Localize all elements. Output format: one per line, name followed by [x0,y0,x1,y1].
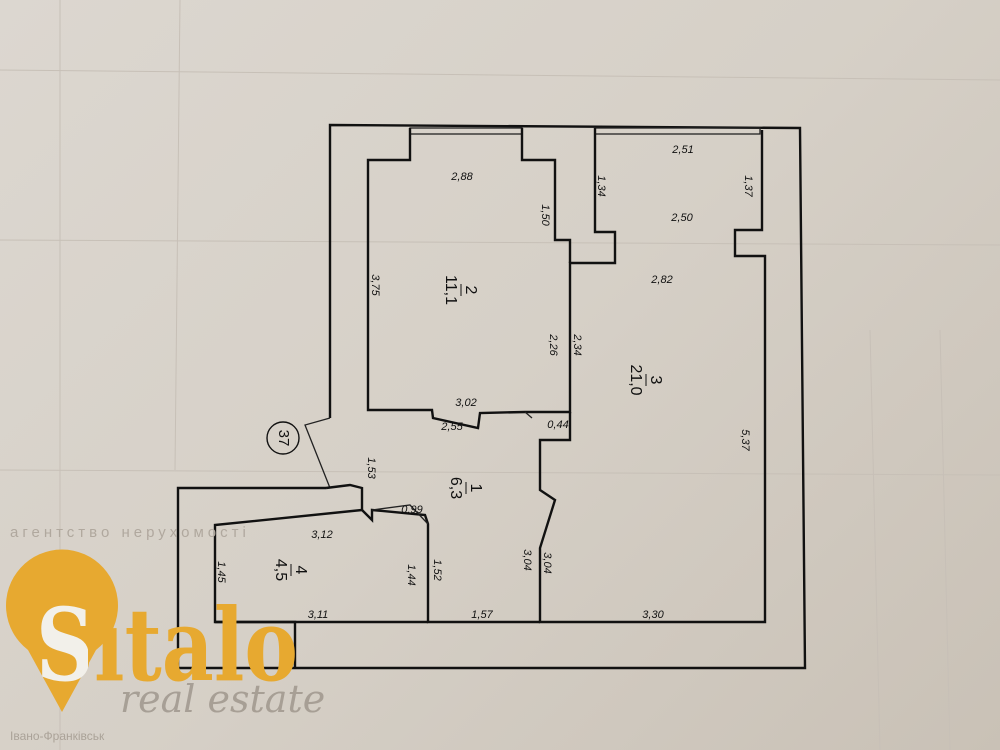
room-3-label: 3 21,0 [627,364,664,395]
room-2-walls [366,128,617,430]
svg-text:1,52: 1,52 [431,559,443,580]
room-4-walls [361,508,540,624]
city-watermark: Івано-Франківськ [10,729,105,743]
agency-watermark: агентство нерухомості [10,524,250,541]
svg-text:1,50: 1,50 [539,204,551,226]
svg-text:3,75: 3,75 [369,274,381,296]
svg-text:0,99: 0,99 [401,504,422,516]
svg-text:1,37: 1,37 [742,175,754,197]
room-4-label: 4 4,5 [272,559,309,581]
svg-text:3: 3 [647,376,664,385]
svg-text:1,34: 1,34 [595,175,607,196]
dimension-labels: 2,88 1,50 3,75 2,26 3,02 2,55 2,51 1,34 … [215,144,754,621]
svg-text:3,12: 3,12 [311,529,332,541]
apartment-number-circle [266,421,300,455]
svg-text:3,11: 3,11 [308,609,329,621]
room-2-label: 2 11,1 [442,275,479,305]
brand-tagline: real estate [120,677,325,721]
svg-text:1: 1 [467,484,484,493]
svg-text:2,26: 2,26 [547,333,559,356]
svg-text:2,50: 2,50 [670,212,693,224]
svg-text:3,30: 3,30 [642,609,664,621]
svg-text:6,3: 6,3 [447,477,464,499]
outer-wall [176,123,807,670]
svg-text:1,44: 1,44 [405,564,417,585]
svg-text:2,34: 2,34 [571,333,583,355]
svg-text:4: 4 [292,566,309,575]
svg-text:2: 2 [462,286,479,295]
svg-text:2,82: 2,82 [650,274,672,286]
svg-text:2,51: 2,51 [671,144,693,156]
entry-door [304,417,331,489]
window [409,127,523,135]
svg-text:3,04: 3,04 [521,549,533,570]
window [594,127,761,135]
brand-name: Sitalo [36,586,298,704]
svg-text:21,0: 21,0 [627,364,644,395]
apartment-number: 37 [275,430,292,447]
svg-text:3,02: 3,02 [455,397,476,409]
map-pin-icon [5,549,119,712]
svg-text:2,88: 2,88 [450,171,473,183]
svg-text:4,5: 4,5 [272,559,289,581]
svg-text:5,37: 5,37 [739,429,751,451]
svg-text:11,1: 11,1 [442,275,459,305]
svg-text:2,55: 2,55 [440,421,463,433]
svg-text:1,45: 1,45 [215,561,227,583]
svg-text:1,53: 1,53 [365,457,377,479]
room-1-label: 1 6,3 [447,477,484,499]
sitalo-logo: агентство нерухомості Sitalo real estate… [5,524,325,743]
svg-text:3,04: 3,04 [541,552,553,573]
svg-text:1,57: 1,57 [471,609,493,621]
svg-text:0,44: 0,44 [547,419,568,431]
